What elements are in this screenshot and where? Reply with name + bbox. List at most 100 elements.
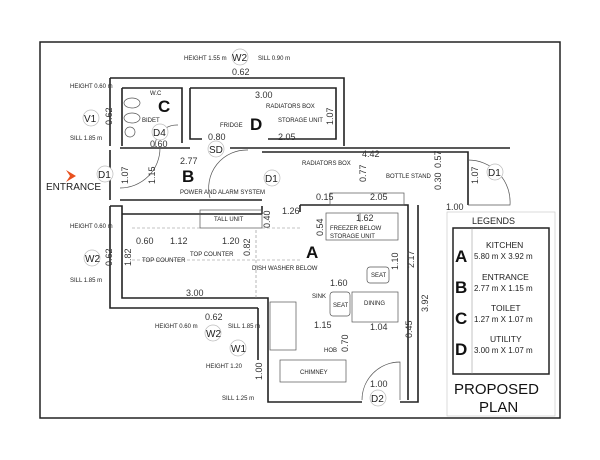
note: HEIGHT 1.20 (206, 364, 243, 370)
label-power-alarm: POWER AND ALARM SYSTEM (180, 190, 265, 196)
fixture-labels: W.C BIDET RADIATORS BOX FRIDGE STORAGE U… (142, 91, 432, 376)
plan-title-line-2: PLAN (479, 399, 518, 416)
room-label-a: A (306, 243, 318, 262)
tag-v1: V1 (84, 114, 97, 125)
label-bidet: BIDET (142, 118, 160, 124)
fixtures-outlines (119, 97, 511, 401)
dim: 0.82 (242, 238, 252, 256)
dim: 1.07 (325, 107, 335, 125)
label-tall-unit: TALL UNIT (214, 217, 244, 223)
label-radiators-box: RADIATORS BOX (266, 104, 315, 110)
label-radiators-box-2: RADIATORS BOX (302, 161, 351, 167)
tag-d1-mid: D1 (265, 174, 278, 185)
dim: 0.40 (262, 210, 272, 228)
note: SILL 1.85 m (228, 324, 260, 330)
legend-name: KITCHEN (486, 240, 523, 250)
dimension-labels: 0.62 3.00 1.07 0.62 0.60 0.80 2.05 2.77 … (104, 67, 480, 389)
label-wc: W.C (150, 91, 162, 97)
label-hob: HOB (324, 348, 337, 354)
legend-letter: B (455, 278, 467, 297)
dim: 3.00 (186, 288, 204, 298)
legend-item-c: C TOILET 1.27 m X 1.07 m (455, 303, 533, 328)
note: HEIGHT 0.60 m (70, 84, 113, 90)
dim: 2.05 (278, 132, 296, 142)
dim: 0.60 (150, 139, 168, 149)
dim: 1.00 (370, 379, 388, 389)
dim: 1.07 (470, 166, 480, 184)
dim: 0.62 (104, 107, 114, 125)
legend-title: LEGENDS (472, 216, 515, 226)
dim: 0.62 (205, 312, 223, 322)
dim: 1.15 (147, 166, 157, 184)
label-storage-unit: STORAGE UNIT (278, 118, 323, 124)
dim: 0.54 (315, 218, 325, 236)
opening-tags: W2 V1 D4 SD D1 D1 D1 W2 W2 W1 D2 (82, 48, 504, 407)
legend-item-d: D UTILITY 3.00 m X 1.07 m (455, 334, 533, 359)
legend-size: 5.80 m X 3.92 m (474, 252, 533, 261)
window-notes: HEIGHT 1.55 m SILL 0.90 m HEIGHT 0.60 m … (70, 56, 290, 402)
label-seat-2: SEAT (333, 303, 349, 309)
legend-item-a: A KITCHEN 5.80 m X 3.92 m (455, 240, 533, 266)
dim: 1.20 (222, 236, 240, 246)
legend-letter: C (455, 309, 467, 328)
dim: 1.00 (446, 202, 464, 212)
dim: 0.57 (433, 150, 443, 168)
note: SILL 0.90 m (258, 56, 290, 62)
label-sink: SINK (312, 294, 326, 300)
drawing-frame (39, 41, 561, 419)
dim: 1.10 (390, 252, 400, 270)
walls (109, 77, 510, 403)
dim: 1.00 (254, 362, 264, 380)
dim: 1.82 (123, 248, 133, 266)
label-seat-1: SEAT (371, 273, 387, 279)
dim: 4.42 (362, 149, 380, 159)
dim: 2.05 (370, 192, 388, 202)
plan-title-line-1: PROPOSED (454, 381, 539, 398)
legend-size: 3.00 m X 1.07 m (474, 346, 533, 355)
legend-letter: D (455, 340, 467, 359)
label-dining: DINING (364, 301, 385, 307)
tag-w2-left: W2 (85, 254, 100, 265)
label-storage-unit-2: STORAGE UNIT (330, 234, 375, 240)
tag-d2: D2 (371, 394, 384, 405)
tag-sd: SD (209, 145, 223, 156)
entrance-arrow-icon (66, 170, 76, 182)
legend-size: 1.27 m X 1.07 m (474, 315, 533, 324)
label-freezer: FREEZER BELOW (330, 226, 382, 232)
dim: 1.04 (370, 322, 388, 332)
legend-size: 2.77 m X 1.15 m (474, 284, 533, 293)
legend-letter: A (455, 247, 467, 266)
dim: 1.26 (282, 206, 300, 216)
legend-name: UTILITY (490, 334, 522, 344)
label-fridge: FRIDGE (220, 123, 243, 129)
dim: 1.07 (120, 166, 130, 184)
dim: 0.77 (358, 164, 368, 182)
legend-panel: LEGENDS A KITCHEN 5.80 m X 3.92 m B ENTR… (446, 211, 556, 417)
dim: 3.00 (255, 90, 273, 100)
label-dish-washer: DISH WASHER BELOW (252, 266, 318, 272)
label-bottle-stand: BOTTLE STAND (386, 174, 432, 180)
dim: 2.77 (180, 156, 198, 166)
dim: 0.70 (340, 334, 350, 352)
note: HEIGHT 0.60 m (70, 224, 113, 230)
dim: 1.60 (330, 278, 348, 288)
dim: 1.15 (314, 320, 332, 330)
room-label-d: D (250, 115, 262, 134)
label-chimney: CHIMNEY (300, 370, 328, 376)
label-top-counter-1: TOP COUNTER (142, 258, 186, 264)
note: HEIGHT 1.55 m (184, 56, 227, 62)
tag-d1-left: D1 (98, 170, 111, 181)
note: SILL 1.25 m (222, 396, 254, 402)
room-label-b: B (182, 167, 194, 186)
label-top-counter-2: TOP COUNTER (190, 252, 234, 258)
dim: 1.62 (356, 213, 374, 223)
note: SILL 1.85 m (70, 136, 102, 142)
tag-d1-right: D1 (488, 168, 501, 179)
legend-item-b: B ENTRANCE 2.77 m X 1.15 m (455, 272, 533, 297)
entrance-label: ENTRANCE (46, 182, 101, 193)
dim: 0.80 (208, 132, 226, 142)
dim: 0.60 (136, 236, 154, 246)
note: HEIGHT 0.60 m (155, 324, 198, 330)
room-label-c: C (158, 97, 170, 116)
